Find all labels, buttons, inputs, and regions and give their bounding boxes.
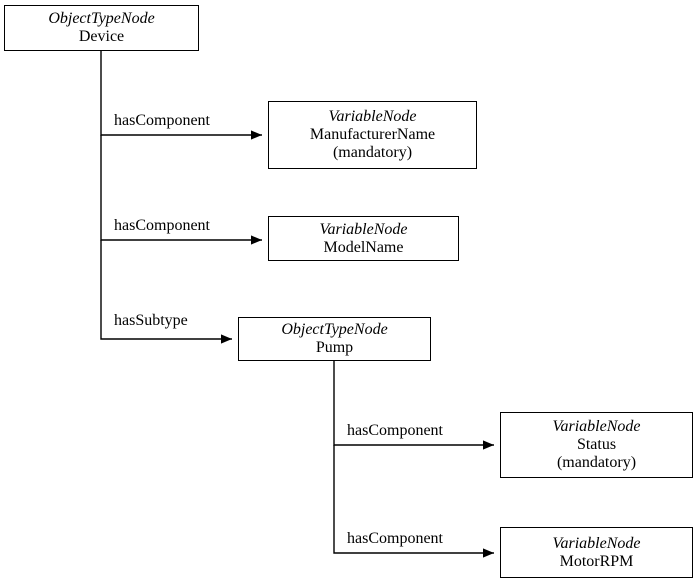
node-name-motor-rpm: MotorRPM xyxy=(559,552,634,570)
node-kind-motor-rpm: VariableNode xyxy=(552,534,641,552)
edge-label-device-to-pump: hasSubtype xyxy=(114,312,188,329)
edge-label-pump-to-motor-rpm: hasComponent xyxy=(347,530,443,547)
edge-label-device-to-model-name: hasComponent xyxy=(114,217,210,234)
arrowhead-pump-to-status xyxy=(483,440,494,450)
arrowhead-device-to-model-name xyxy=(251,235,262,245)
arrowhead-device-to-manufacturer-name xyxy=(251,130,262,140)
node-name-model-name: ModelName xyxy=(323,238,404,256)
node-name-pump: Pump xyxy=(315,339,354,356)
node-name-manufacturer-name: ManufacturerName xyxy=(309,126,436,144)
node-kind-manufacturer-name: VariableNode xyxy=(328,108,417,126)
node-kind-status: VariableNode xyxy=(552,418,641,436)
node-qualifier-status: (mandatory) xyxy=(556,453,637,471)
node-qualifier-manufacturer-name: (mandatory) xyxy=(332,143,413,161)
node-kind-model-name: VariableNode xyxy=(319,220,408,238)
node-name-status: Status xyxy=(576,436,617,454)
arrowhead-device-to-pump xyxy=(221,334,232,344)
arrowhead-pump-to-motor-rpm xyxy=(483,548,494,558)
node-name-device: Device xyxy=(78,28,125,45)
edge-label-pump-to-status: hasComponent xyxy=(347,422,443,439)
node-kind-pump: ObjectTypeNode xyxy=(281,321,388,339)
node-kind-device: ObjectTypeNode xyxy=(48,10,155,28)
edge-label-device-to-manufacturer-name: hasComponent xyxy=(114,112,210,129)
